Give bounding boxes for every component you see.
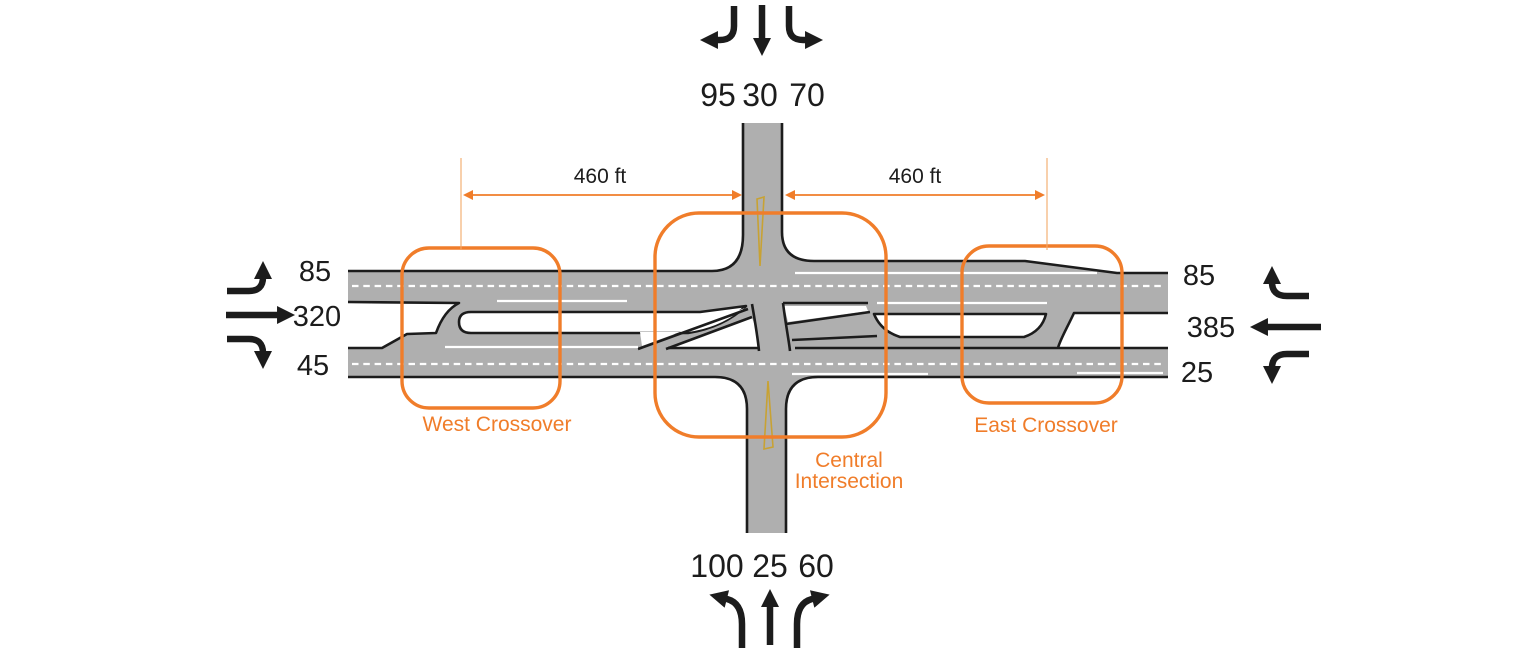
edge-east-diagonal-upper [785,310,871,326]
east-gap-island [1058,313,1168,348]
east-bottom-volume: 25 [1181,357,1213,389]
north-left-turn-arrow-icon [699,6,738,49]
edge-west-crossover-ramp [347,300,461,350]
east-left-down-arrow-icon [1263,350,1309,385]
west-median-island [457,304,748,335]
edge-top-west-and-north-leg [348,123,745,273]
zone-labels: West Crossover Central Intersection East… [423,413,1118,493]
central-intersection-label-line1: Central [815,449,883,472]
west-approach: 85 320 45 [226,256,341,382]
edge-top-east-and-north-leg [780,123,1168,275]
east-left-up-arrow-icon [1263,265,1309,300]
south-left-turn-arrow-icon [709,590,746,648]
north-right-turn-arrow-icon [785,6,824,49]
edge-s-connector-right [781,302,792,352]
east-crossover-label: East Crossover [974,414,1118,437]
north-left-volume: 95 [700,77,736,113]
zone-outlines [400,211,1124,439]
north-right-volume: 70 [789,77,825,113]
west-crossover-outline [400,246,562,410]
edge-west-diagonal-lower [665,315,753,351]
south-right-volume: 60 [798,548,834,584]
dimension-annotations: 460 ft 460 ft [460,158,1048,250]
edge-east-diagonal-lower [791,334,878,342]
west-middle-volume: 320 [293,301,341,333]
east-middle-volume: 385 [1187,312,1235,344]
lane-markings [352,271,1164,376]
west-dimension-label: 460 ft [574,165,627,188]
west-crossover-label: West Crossover [423,413,572,436]
west-right-down-arrow-icon [227,335,272,370]
east-crossover-outline [960,244,1124,405]
edge-bottom-east-and-south-leg [784,375,1168,533]
south-left-volume: 100 [690,548,743,584]
south-approach: 100 25 60 [690,548,834,648]
road-network [347,123,1168,533]
north-approach: 95 30 70 [699,5,825,113]
pavement-edges [347,123,1168,533]
edge-s-connector-left [750,303,761,352]
central-west-island [640,308,745,346]
central-east-island [784,306,868,322]
north-through-volume: 30 [742,77,778,113]
west-right-up-arrow-icon [227,260,272,295]
east-approach: 85 385 25 [1181,260,1321,389]
south-through-volume: 25 [752,548,788,584]
edge-bottom-west-and-south-leg [348,375,749,533]
edge-east-crossover-ramp [1056,311,1168,349]
central-intersection-outline [653,211,888,439]
south-right-turn-arrow-icon [793,590,830,648]
central-intersection-label-line2: Intersection [795,470,904,493]
east-top-volume: 85 [1183,260,1215,292]
west-top-volume: 85 [299,256,331,288]
south-leg-median-marking [763,380,774,451]
east-median-island [872,312,1048,339]
west-bottom-volume: 45 [297,350,329,382]
east-dimension-label: 460 ft [889,165,942,188]
north-leg-median-marking [756,195,765,267]
south-road-and-eastbound-pavement [348,348,1168,533]
median-paint-markings [756,195,774,451]
